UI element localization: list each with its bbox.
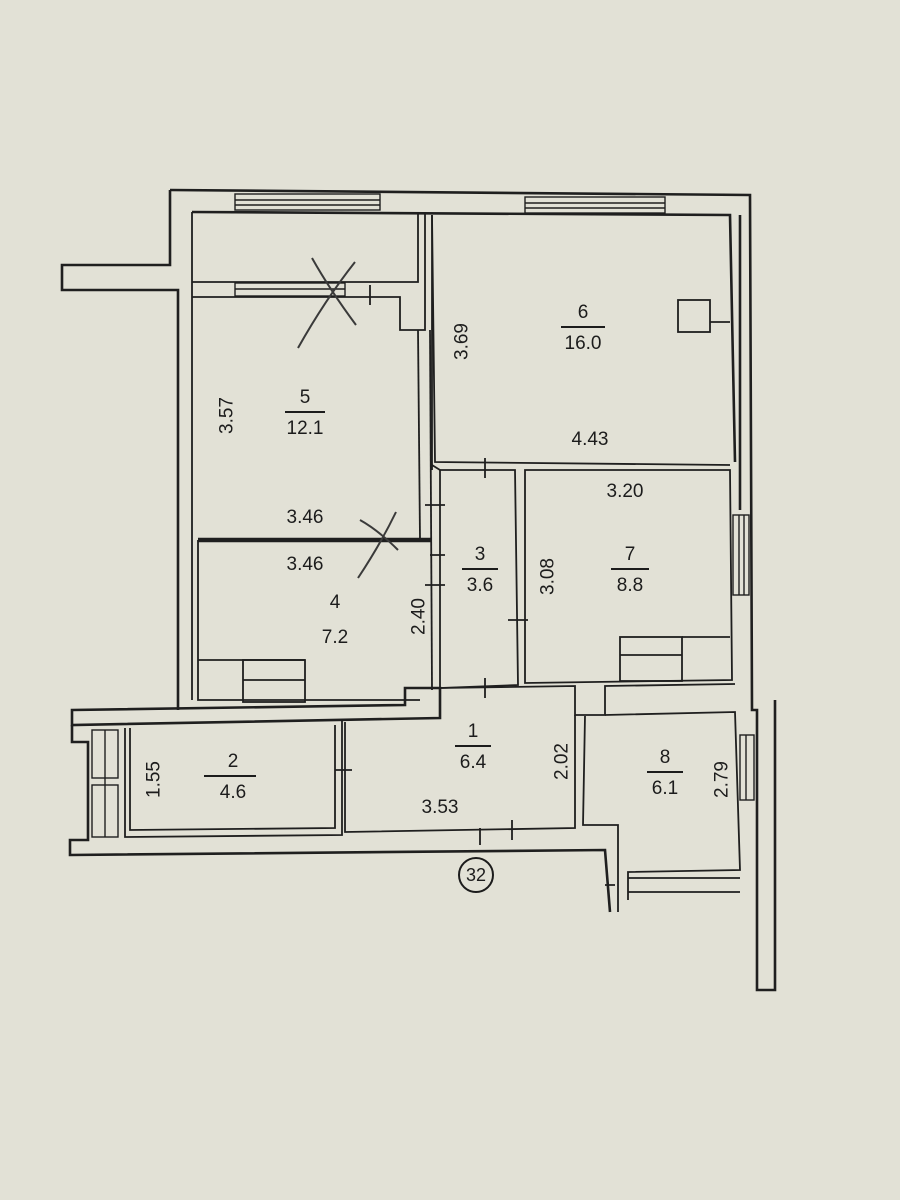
room-6-wall bbox=[431, 214, 731, 466]
room-area: 6.4 bbox=[459, 751, 487, 773]
door-ticks bbox=[335, 285, 615, 886]
room-label-1: 1 6.4 bbox=[448, 722, 498, 772]
room-number: 3 bbox=[474, 544, 486, 565]
room-label-6: 6 16.0 bbox=[553, 303, 613, 353]
window bbox=[732, 514, 750, 596]
room-2-wall bbox=[129, 725, 336, 831]
dimension-label: 3.20 bbox=[606, 481, 644, 502]
dimension-label: 3.46 bbox=[286, 507, 324, 528]
room-area: 6.1 bbox=[651, 777, 679, 799]
sheet-number: 32 bbox=[458, 857, 494, 893]
room-area: 8.8 bbox=[616, 574, 644, 596]
window bbox=[234, 193, 381, 211]
corridor-wall bbox=[439, 683, 736, 716]
dimension-label: 2.40 bbox=[408, 598, 430, 635]
room-number: 4 bbox=[329, 592, 341, 613]
dimension-label: 1.55 bbox=[143, 761, 165, 798]
room-area: 4.6 bbox=[219, 781, 247, 803]
loggia-wall bbox=[192, 212, 426, 331]
room-label-3: 3 3.6 bbox=[455, 545, 505, 595]
outer-wall bbox=[60, 190, 180, 710]
window bbox=[739, 734, 755, 801]
room-number: 6 bbox=[577, 302, 589, 323]
room-label-8: 8 6.1 bbox=[640, 748, 690, 798]
room-1-wall bbox=[582, 715, 619, 912]
room-4-wall bbox=[197, 540, 420, 701]
cross-mark bbox=[357, 511, 399, 579]
room-label-4: 4 7.2 bbox=[310, 593, 360, 647]
kitchen-unit bbox=[619, 636, 683, 682]
dimension-label: 2.79 bbox=[711, 761, 733, 798]
room-label-2: 2 4.6 bbox=[204, 751, 258, 803]
room-label-7: 7 8.8 bbox=[605, 545, 655, 595]
room-3-wall bbox=[431, 464, 441, 471]
kitchen-unit bbox=[242, 659, 306, 703]
dimension-label: 3.57 bbox=[216, 397, 238, 434]
outer-wall bbox=[191, 210, 737, 463]
room-area: 3.6 bbox=[466, 574, 494, 596]
room-5-wall bbox=[417, 329, 421, 541]
ventilation-shaft bbox=[677, 299, 711, 333]
window bbox=[524, 196, 666, 214]
room-number: 1 bbox=[467, 721, 479, 742]
room-8-wall bbox=[604, 711, 741, 900]
room-area: 7.2 bbox=[321, 626, 349, 648]
outer-wall bbox=[68, 725, 612, 913]
dimension-label: 3.08 bbox=[537, 558, 559, 595]
room-number: 7 bbox=[624, 544, 636, 565]
dimension-label: 3.46 bbox=[286, 554, 324, 575]
room-1-wall bbox=[344, 715, 576, 833]
dimension-label: 3.69 bbox=[451, 323, 473, 360]
outer-wall bbox=[169, 188, 777, 992]
corridor-wall bbox=[70, 686, 442, 727]
balcony-rail bbox=[628, 877, 740, 893]
room-number: 2 bbox=[227, 751, 239, 772]
room-7-wall bbox=[524, 469, 733, 684]
room-area: 12.1 bbox=[286, 417, 324, 439]
room-area: 16.0 bbox=[564, 332, 602, 354]
room-number: 5 bbox=[299, 387, 311, 408]
dimension-label: 3.53 bbox=[421, 797, 459, 818]
room-label-5: 5 12.1 bbox=[275, 388, 335, 438]
room-5-wall bbox=[429, 329, 433, 691]
dimension-label: 4.43 bbox=[571, 429, 609, 450]
cross-mark bbox=[297, 257, 357, 349]
room-3-wall bbox=[439, 469, 519, 689]
loggia-wall bbox=[192, 212, 419, 283]
room-2-wall bbox=[124, 720, 343, 838]
dimension-label: 2.02 bbox=[551, 743, 573, 780]
room-number: 8 bbox=[659, 747, 671, 768]
